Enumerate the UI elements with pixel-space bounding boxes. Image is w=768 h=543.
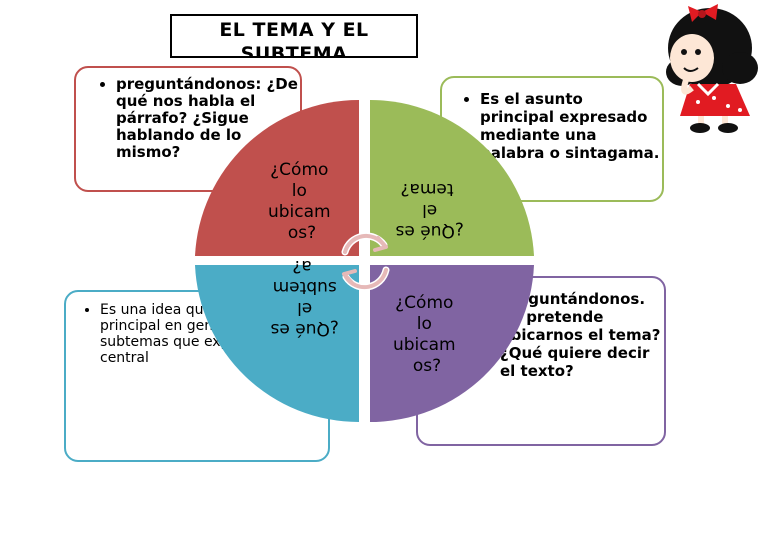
quadrant-top-right	[370, 99, 534, 257]
card-bottom-right-text: preguntándonos. Se pretende ubicarnos el…	[500, 290, 664, 380]
label-top-right: ¿Qué es el tema?	[390, 179, 464, 241]
label-top-left: ¿Cómo lo ubicam os?	[268, 160, 336, 243]
label-bottom-right: ¿Cómo lo ubicam os?	[393, 293, 461, 376]
title-box: EL TEMA Y EL SUBTEMA	[170, 14, 418, 58]
card-top-right-text: Es el asunto principal expresado mediant…	[480, 90, 662, 162]
label-bottom-left: ¿Qué es el subtem a?	[265, 256, 339, 339]
quadrant-bottom-right	[370, 265, 534, 423]
cycle-arrows-icon	[341, 232, 390, 291]
cartoon-girl-icon	[666, 4, 758, 133]
quadrant-bottom-left	[195, 265, 359, 423]
quadrant-top-left	[195, 99, 359, 256]
page-title: EL TEMA Y EL SUBTEMA	[219, 19, 369, 58]
card-top-left-text: preguntándonos: ¿De qué nos habla el pár…	[116, 76, 300, 161]
